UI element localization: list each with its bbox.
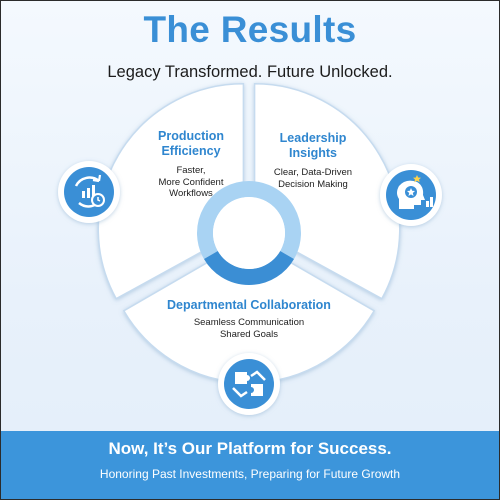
puzzle-handshake-icon xyxy=(218,353,280,415)
leadership-insights-title-line2: Insights xyxy=(289,146,337,160)
production-efficiency-title-line2: Efficiency xyxy=(161,144,221,158)
footer-title: Now, It’s Our Platform for Success. xyxy=(108,439,392,458)
leadership-insights-desc-line2: Decision Making xyxy=(278,178,348,190)
production-efficiency-desc: Faster, More Confident Workflows xyxy=(131,165,251,200)
departmental-collaboration-desc-line2: Shared Goals xyxy=(219,328,279,340)
leadership-insights-desc: Clear, Data-Driven Decision Making xyxy=(253,167,373,190)
leadership-insights-title-line1: Leadership xyxy=(279,131,347,145)
results-diagram xyxy=(58,83,442,415)
departmental-collaboration-title-line1: Departmental Collaboration xyxy=(167,298,331,312)
head-lightbulb-star-icon xyxy=(380,164,442,226)
leadership-insights-title: Leadership Insights xyxy=(253,131,373,161)
cycle-chart-clock-icon xyxy=(58,161,120,223)
leadership-insights-desc-line1: Clear, Data-Driven xyxy=(273,167,353,178)
ring-arc-left xyxy=(197,181,250,259)
page-subtitle: Legacy Transformed. Future Unlocked. xyxy=(107,63,393,81)
departmental-collaboration-desc-line1: Seamless Communication xyxy=(193,317,305,328)
production-efficiency-title-line1: Production xyxy=(158,129,224,143)
production-efficiency-desc-line3: Workflows xyxy=(169,188,213,199)
production-efficiency-desc-line2: More Confident xyxy=(158,176,224,188)
ring-arc-bottom xyxy=(203,250,295,285)
production-efficiency-title: Production Efficiency xyxy=(131,129,251,159)
departmental-collaboration-desc: Seamless Communication Shared Goals xyxy=(151,317,347,340)
page-title: The Results xyxy=(143,9,357,50)
departmental-collaboration-title: Departmental Collaboration xyxy=(151,298,347,313)
footer-banner: Now, It’s Our Platform for Success. Hono… xyxy=(1,431,499,499)
ring-center xyxy=(213,197,285,269)
production-efficiency-desc-line1: Faster, xyxy=(176,165,206,176)
ring-arc-right xyxy=(248,181,301,259)
footer-subtitle: Honoring Past Investments, Preparing for… xyxy=(99,467,401,481)
